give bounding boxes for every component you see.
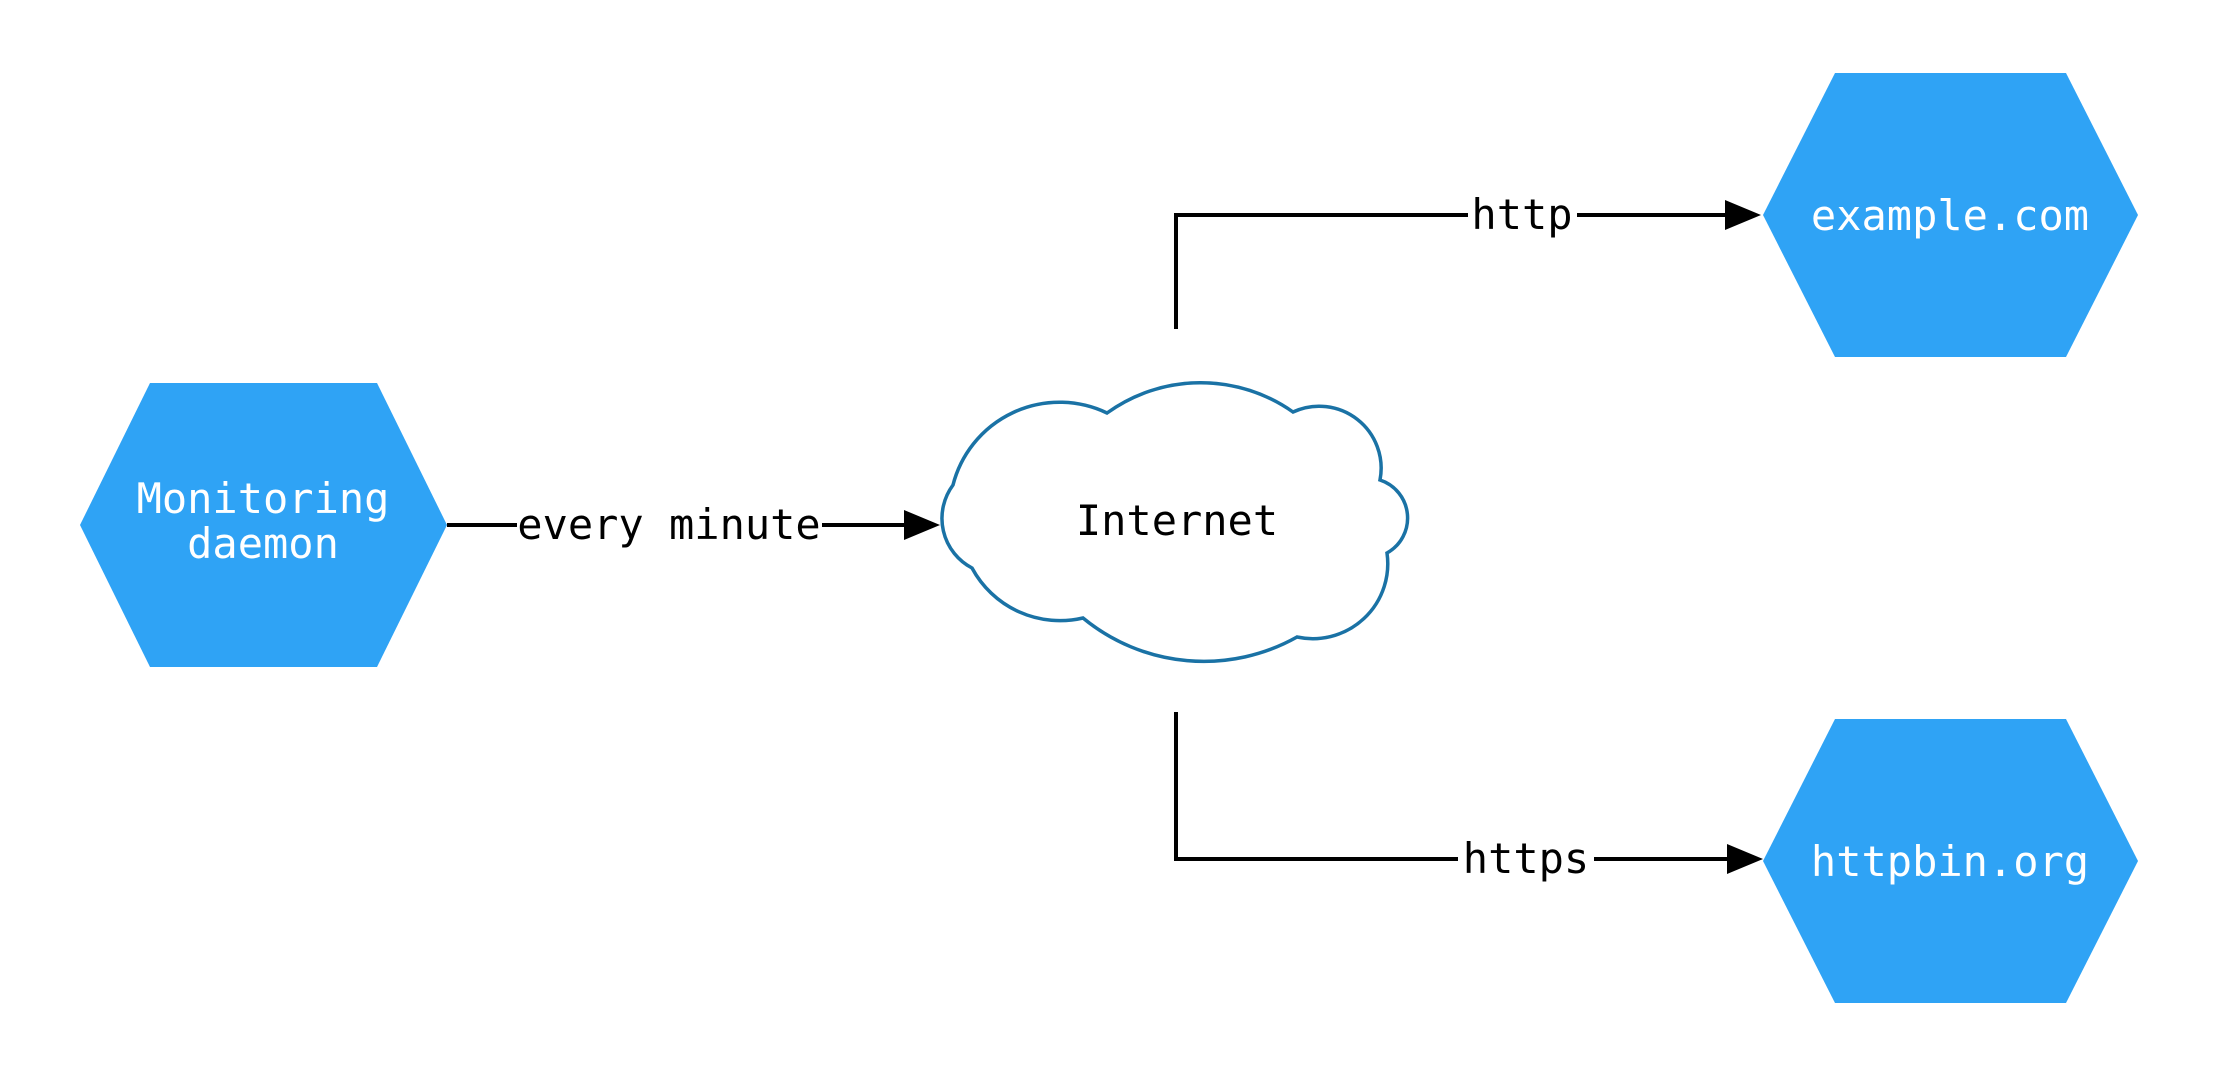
internet-cloud-node: Internet (940, 381, 1410, 664)
example-com-label: example.com (1811, 191, 2089, 240)
httpbin-org-node: httpbin.org (1763, 719, 2138, 1003)
arrowhead (1725, 200, 1761, 230)
edge-internet-to-example: http (1174, 190, 1761, 329)
edge-label-http: http (1471, 190, 1572, 239)
monitoring-daemon-label-line-2: daemon (187, 519, 339, 568)
edge-label-https: https (1463, 834, 1589, 883)
monitoring-daemon-node: Monitoring daemon (80, 383, 447, 667)
internet-label: Internet (1076, 496, 1278, 545)
edge-internet-to-httpbin: https (1174, 712, 1763, 883)
arrowhead (904, 510, 940, 540)
edge-label-every-minute: every minute (517, 500, 820, 549)
arrowhead (1727, 844, 1763, 874)
example-com-node: example.com (1763, 73, 2138, 357)
cloud-shape (940, 381, 1410, 664)
hexagon-shape (80, 383, 447, 667)
edge-monitoring-to-internet: every minute (447, 500, 940, 549)
edge-line-segment (1174, 213, 1468, 329)
monitoring-daemon-label-line-1: Monitoring (137, 474, 390, 523)
hexagon-shape (1763, 73, 2138, 357)
hexagon-shape (1763, 719, 2138, 1003)
httpbin-org-label: httpbin.org (1811, 837, 2089, 886)
edge-line-segment (1174, 712, 1458, 861)
